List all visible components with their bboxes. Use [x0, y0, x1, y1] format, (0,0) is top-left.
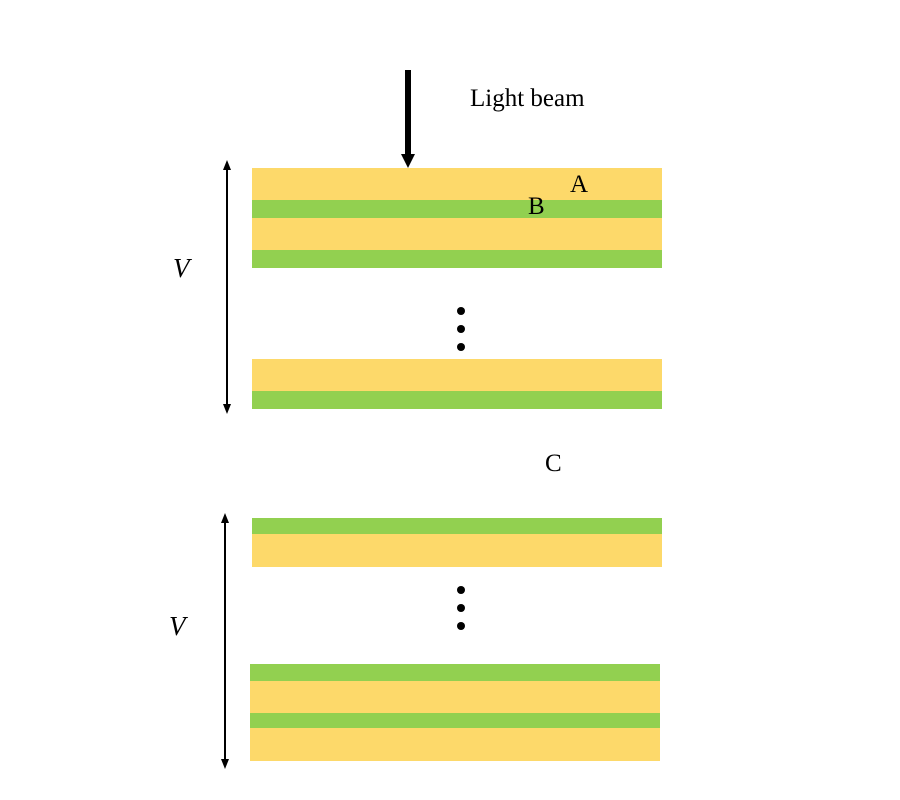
top-period-end-layers — [252, 359, 662, 409]
layer-b — [252, 200, 662, 218]
layer-a — [252, 534, 662, 567]
layer-b — [250, 664, 660, 681]
bottom-period-end-layers — [250, 664, 660, 761]
layer-b-label: B — [528, 193, 545, 220]
layer-b — [252, 391, 662, 409]
period-label-top: V — [173, 253, 190, 283]
layer-b — [252, 250, 662, 268]
light-beam-arrow-icon — [401, 70, 415, 168]
period-label-bottom: V — [169, 611, 186, 641]
layer-a — [252, 168, 662, 200]
layer-a — [250, 728, 660, 761]
light-beam-label: Light beam — [470, 85, 585, 112]
gap-c-label: C — [545, 450, 562, 477]
layer-a — [252, 359, 662, 391]
bottom-layer-stack — [252, 518, 662, 567]
layer-b — [250, 713, 660, 728]
vertical-ellipsis-icon — [457, 307, 465, 351]
vertical-ellipsis-icon — [457, 586, 465, 630]
top-layer-stack — [252, 168, 662, 268]
layer-a — [252, 218, 662, 250]
layer-b — [252, 518, 662, 534]
layer-a-label: A — [570, 171, 589, 198]
layer-a — [250, 681, 660, 713]
